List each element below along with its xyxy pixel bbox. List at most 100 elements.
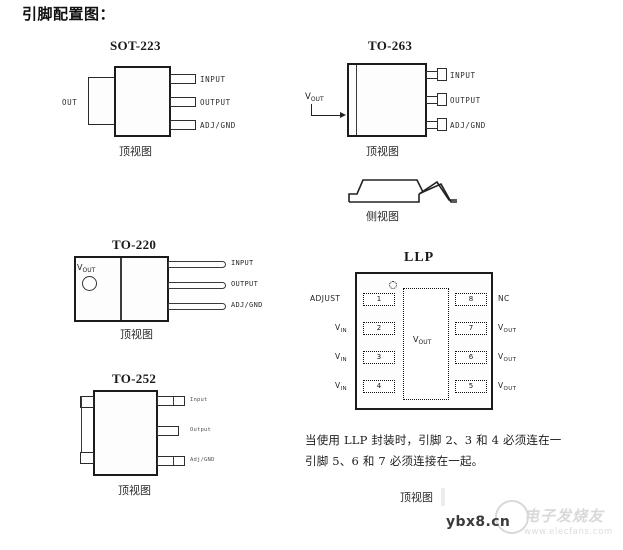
to-220-lead-1 xyxy=(168,261,226,268)
llp-right-label-8-text: NC xyxy=(498,294,510,303)
sot-223-title: SOT-223 xyxy=(110,38,161,53)
llp-right-label-6: VOUT xyxy=(498,352,517,363)
to-220-body-divider xyxy=(120,258,122,320)
to-252-lead-2 xyxy=(157,426,179,436)
to-220-pin-label-adj-gnd: ADJ/GND xyxy=(231,301,263,309)
to-263-lead-3-tip xyxy=(437,118,447,131)
to-263-view-label: 顶视图 xyxy=(366,145,399,158)
llp-right-label-8: NC xyxy=(498,294,510,303)
to-263-pin-label-adj-gnd: ADJ/GND xyxy=(450,121,486,130)
llp-view-label: 顶视图 xyxy=(400,491,433,504)
to-220-pin-label-output: OUTPUT xyxy=(231,280,259,288)
to-220-view-label: 顶视图 xyxy=(120,328,153,341)
to-252-title: TO-252 xyxy=(112,371,157,386)
llp-right-label-5-sub: OUT xyxy=(503,386,517,392)
to-252-pin-label-input: Input xyxy=(190,397,208,403)
llp-right-label-6-text: V xyxy=(498,352,504,361)
llp-left-label-3-text: V xyxy=(335,352,341,361)
to-263-title: TO-263 xyxy=(368,38,413,53)
llp-title: LLP xyxy=(404,250,435,265)
sot-223-pin-label-output: OUTPUT xyxy=(200,98,231,107)
llp-note-line-1: 当使用 LLP 封装时，引脚 2、3 和 4 必须连在一 xyxy=(305,433,562,447)
sot-223-pin-label-input: INPUT xyxy=(200,75,226,84)
llp-center-thermal-pad xyxy=(403,288,449,400)
llp-note-line-2: 引脚 5、6 和 7 必须连接在一起。 xyxy=(305,454,484,468)
to-252-tab-edge xyxy=(81,396,83,464)
llp-right-label-7-sub: OUT xyxy=(503,328,517,334)
watermark-ybx-text: ybx8.cn xyxy=(446,514,511,530)
llp-center-pad-label: VOUT xyxy=(413,335,432,346)
llp-left-label-2: VIN xyxy=(335,323,348,334)
page-title: 引脚配置图： xyxy=(22,5,116,23)
to-263-tab-label-sub: OUT xyxy=(310,96,324,103)
llp-right-label-7: VOUT xyxy=(498,323,517,334)
llp-left-label-4-text: V xyxy=(335,381,341,390)
watermark-elecfans-url: www.elecfans.com xyxy=(524,527,613,537)
llp-pad-6: 6 xyxy=(455,351,487,364)
to-263-tab-label: VOUT xyxy=(305,92,324,103)
to-252-view-label: 顶视图 xyxy=(118,484,151,497)
to-252-notch-top xyxy=(80,396,94,408)
to-220-title: TO-220 xyxy=(112,237,157,252)
llp-pad-5: 5 xyxy=(455,380,487,393)
to-252-pin-label-output: Output xyxy=(190,427,212,433)
llp-left-label-4: VIN xyxy=(335,381,348,392)
sot-223-view-label: 顶视图 xyxy=(119,145,152,158)
watermark-edge-mark xyxy=(441,488,445,506)
to-252-body xyxy=(93,390,158,476)
llp-pad-2: 2 xyxy=(363,322,395,335)
llp-left-label-1: ADJUST xyxy=(310,294,340,303)
llp-left-label-3-sub: IN xyxy=(340,357,348,363)
watermark-elecfans-cn: 电子发烧友 xyxy=(524,507,605,525)
to-263-lead-2-tip xyxy=(437,93,447,106)
sot-223-pin-label-adj-gnd: ADJ/GND xyxy=(200,121,236,130)
watermark-ybx-circle-icon xyxy=(495,500,529,534)
llp-right-label-7-text: V xyxy=(498,323,504,332)
to-263-lead-1-tip xyxy=(437,68,447,81)
to-252-lead-1-divider xyxy=(173,397,175,405)
llp-left-label-1-text: ADJUST xyxy=(310,294,341,303)
to-220-pin-label-input: INPUT xyxy=(231,259,254,267)
to-252-notch-bottom xyxy=(80,452,94,464)
to-263-side-view-label: 侧视图 xyxy=(366,210,399,223)
to-263-pin-label-output: OUTPUT xyxy=(450,96,481,105)
llp-pad-4: 4 xyxy=(363,380,395,393)
llp-pin1-orientation-dot xyxy=(389,281,397,289)
llp-right-label-5-text: V xyxy=(498,381,504,390)
llp-right-label-5: VOUT xyxy=(498,381,517,392)
to-252-pin-label-adj-gnd: Adj/GND xyxy=(190,457,215,463)
to-220-lead-2 xyxy=(168,282,226,289)
to-252-lead-1 xyxy=(157,396,185,406)
llp-pad-3: 3 xyxy=(363,351,395,364)
to-220-mounting-hole xyxy=(82,276,97,291)
to-220-tab-label-v: V xyxy=(77,263,83,272)
to-252-lead-3 xyxy=(157,456,185,466)
to-263-tab-divider xyxy=(356,65,358,135)
sot-223-lead-1 xyxy=(170,74,196,84)
llp-center-pad-label-v: V xyxy=(413,335,419,344)
to-263-arrow-head xyxy=(340,112,346,118)
llp-pad-8: 8 xyxy=(455,293,487,306)
sot-223-lead-3 xyxy=(170,120,196,130)
llp-center-pad-label-sub: OUT xyxy=(418,339,432,346)
to-263-leader-vertical xyxy=(311,104,313,116)
llp-left-label-2-sub: IN xyxy=(340,328,348,334)
to-263-tab-label-v: V xyxy=(305,92,311,102)
llp-pad-1: 1 xyxy=(363,293,395,306)
to-263-body xyxy=(347,63,427,137)
llp-right-label-6-sub: OUT xyxy=(503,357,517,363)
to-252-lead-3-divider xyxy=(173,457,175,465)
to-263-pin-label-input: INPUT xyxy=(450,71,476,80)
sot-223-lead-2 xyxy=(170,97,196,107)
to-220-tab-label: VOUT xyxy=(77,263,96,274)
to-220-lead-3 xyxy=(168,303,226,310)
sot-223-tab-label: OUT xyxy=(62,98,78,107)
to-263-side-view-drawing xyxy=(348,179,457,203)
to-220-tab-label-sub: OUT xyxy=(82,267,96,274)
llp-left-label-2-text: V xyxy=(335,323,341,332)
llp-left-label-3: VIN xyxy=(335,352,348,363)
sot-223-body xyxy=(114,66,171,137)
llp-left-label-4-sub: IN xyxy=(340,386,348,392)
to-263-leader-horizontal xyxy=(311,115,341,117)
